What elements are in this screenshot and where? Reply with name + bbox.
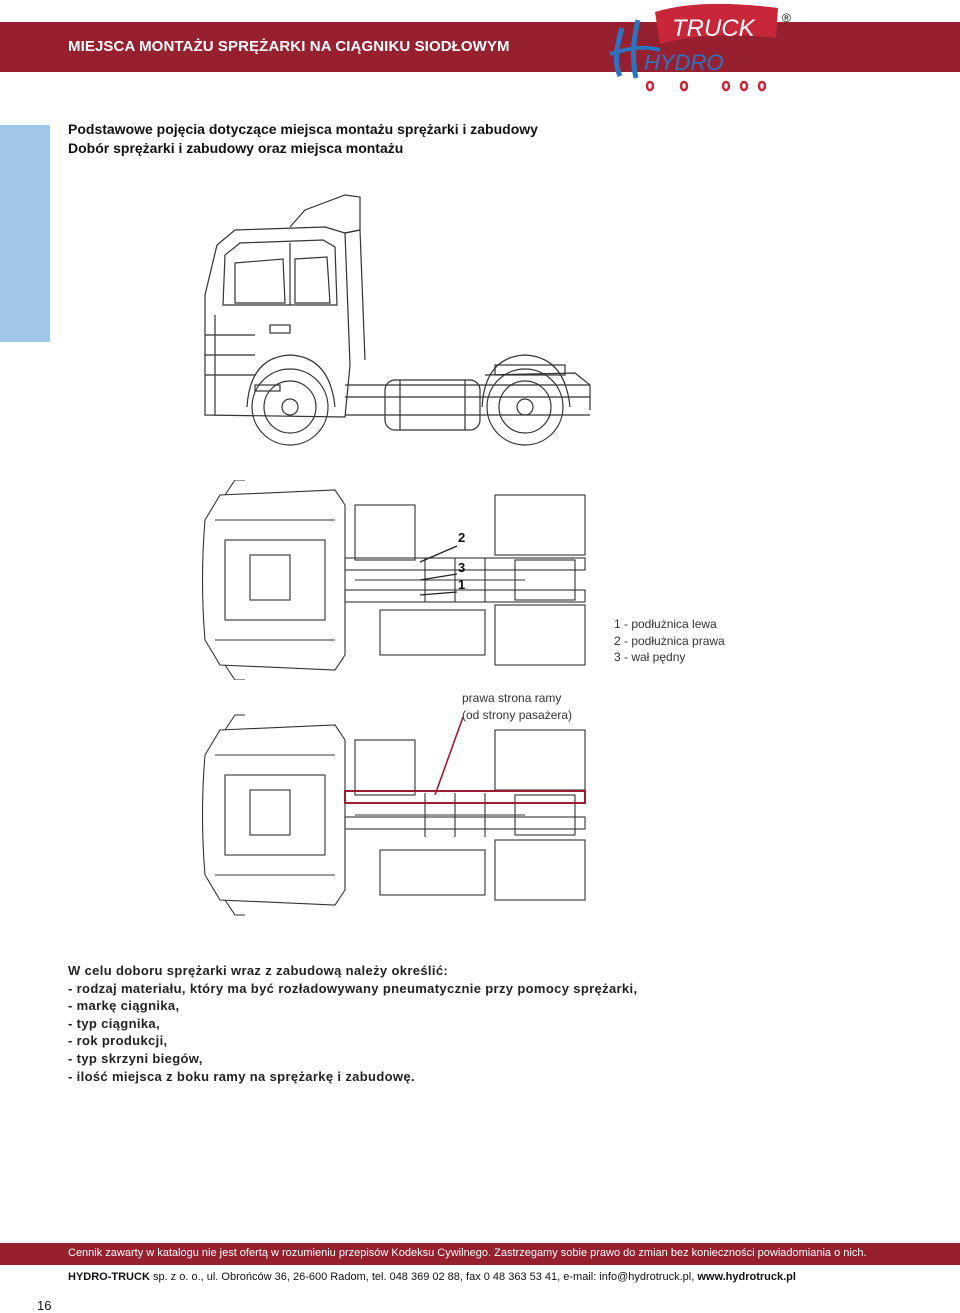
requirement-item: - typ ciągnika, bbox=[68, 1015, 160, 1031]
requirement-item: - markę ciągnika, bbox=[68, 998, 180, 1014]
headline-line-1: Podstawowe pojęcia dotyczące miejsca mon… bbox=[68, 121, 538, 137]
note-line-2: (od strony pasażera) bbox=[462, 707, 573, 722]
footer-contact: HYDRO-TRUCK sp. z o. o., ul. Obrońców 36… bbox=[68, 1271, 796, 1283]
note-line-1: prawa strona ramy bbox=[462, 691, 562, 705]
frame-side-note: prawa strona ramy (od strony pasażera) bbox=[462, 690, 572, 723]
chassis-top-view-callouts: 2 3 1 bbox=[201, 480, 586, 680]
requirement-item: - ilość miejsca z boku ramy na sprężarkę… bbox=[68, 1068, 415, 1084]
header-bar bbox=[0, 22, 960, 72]
requirement-item: - rok produkcji, bbox=[68, 1033, 168, 1049]
headline-line-2: Dobór sprężarki i zabudowy oraz miejsca … bbox=[68, 140, 404, 156]
callout-2: 2 bbox=[458, 530, 465, 545]
side-tab bbox=[0, 125, 50, 342]
company-address: sp. z o. o., ul. Obrońców 36, 26-600 Rad… bbox=[149, 1271, 698, 1283]
callout-3: 3 bbox=[458, 560, 465, 575]
svg-text:HYDRO: HYDRO bbox=[644, 50, 723, 75]
legend-item-2: 2 - podłużnica prawa bbox=[614, 633, 725, 648]
headline: Podstawowe pojęcia dotyczące miejsca mon… bbox=[68, 120, 538, 158]
truck-side-view-drawing bbox=[204, 194, 591, 446]
requirements-text: W celu doboru sprężarki wraz z zabudową … bbox=[68, 962, 637, 1085]
page-title: MIEJSCA MONTAŻU SPRĘŻARKI NA CIĄGNIKU SI… bbox=[68, 38, 510, 55]
requirements-intro: W celu doboru sprężarki wraz z zabudową … bbox=[68, 963, 449, 978]
diagram-legend: 1 - podłużnica lewa 2 - podłużnica prawa… bbox=[614, 616, 725, 666]
svg-text:®: ® bbox=[782, 11, 791, 25]
company-name: HYDRO-TRUCK bbox=[68, 1271, 150, 1283]
footer-disclaimer: Cennik zawarty w katalogu nie jest ofert… bbox=[68, 1247, 867, 1259]
svg-text:TRUCK: TRUCK bbox=[672, 15, 756, 42]
website-link[interactable]: www.hydrotruck.pl bbox=[697, 1271, 796, 1283]
hydro-truck-logo: TRUCK ® HYDRO bbox=[609, 3, 791, 92]
requirement-item: - typ skrzyni biegów, bbox=[68, 1050, 203, 1066]
page-number: 16 bbox=[37, 1298, 52, 1313]
legend-item-3: 3 - wał pędny bbox=[614, 650, 686, 664]
footer-bar bbox=[0, 1243, 960, 1265]
requirement-item: - rodzaj materiału, który ma być rozłado… bbox=[68, 980, 638, 996]
callout-1: 1 bbox=[458, 577, 465, 592]
chassis-top-view-right-side bbox=[201, 714, 586, 916]
legend-item-1: 1 - podłużnica lewa bbox=[614, 617, 717, 631]
